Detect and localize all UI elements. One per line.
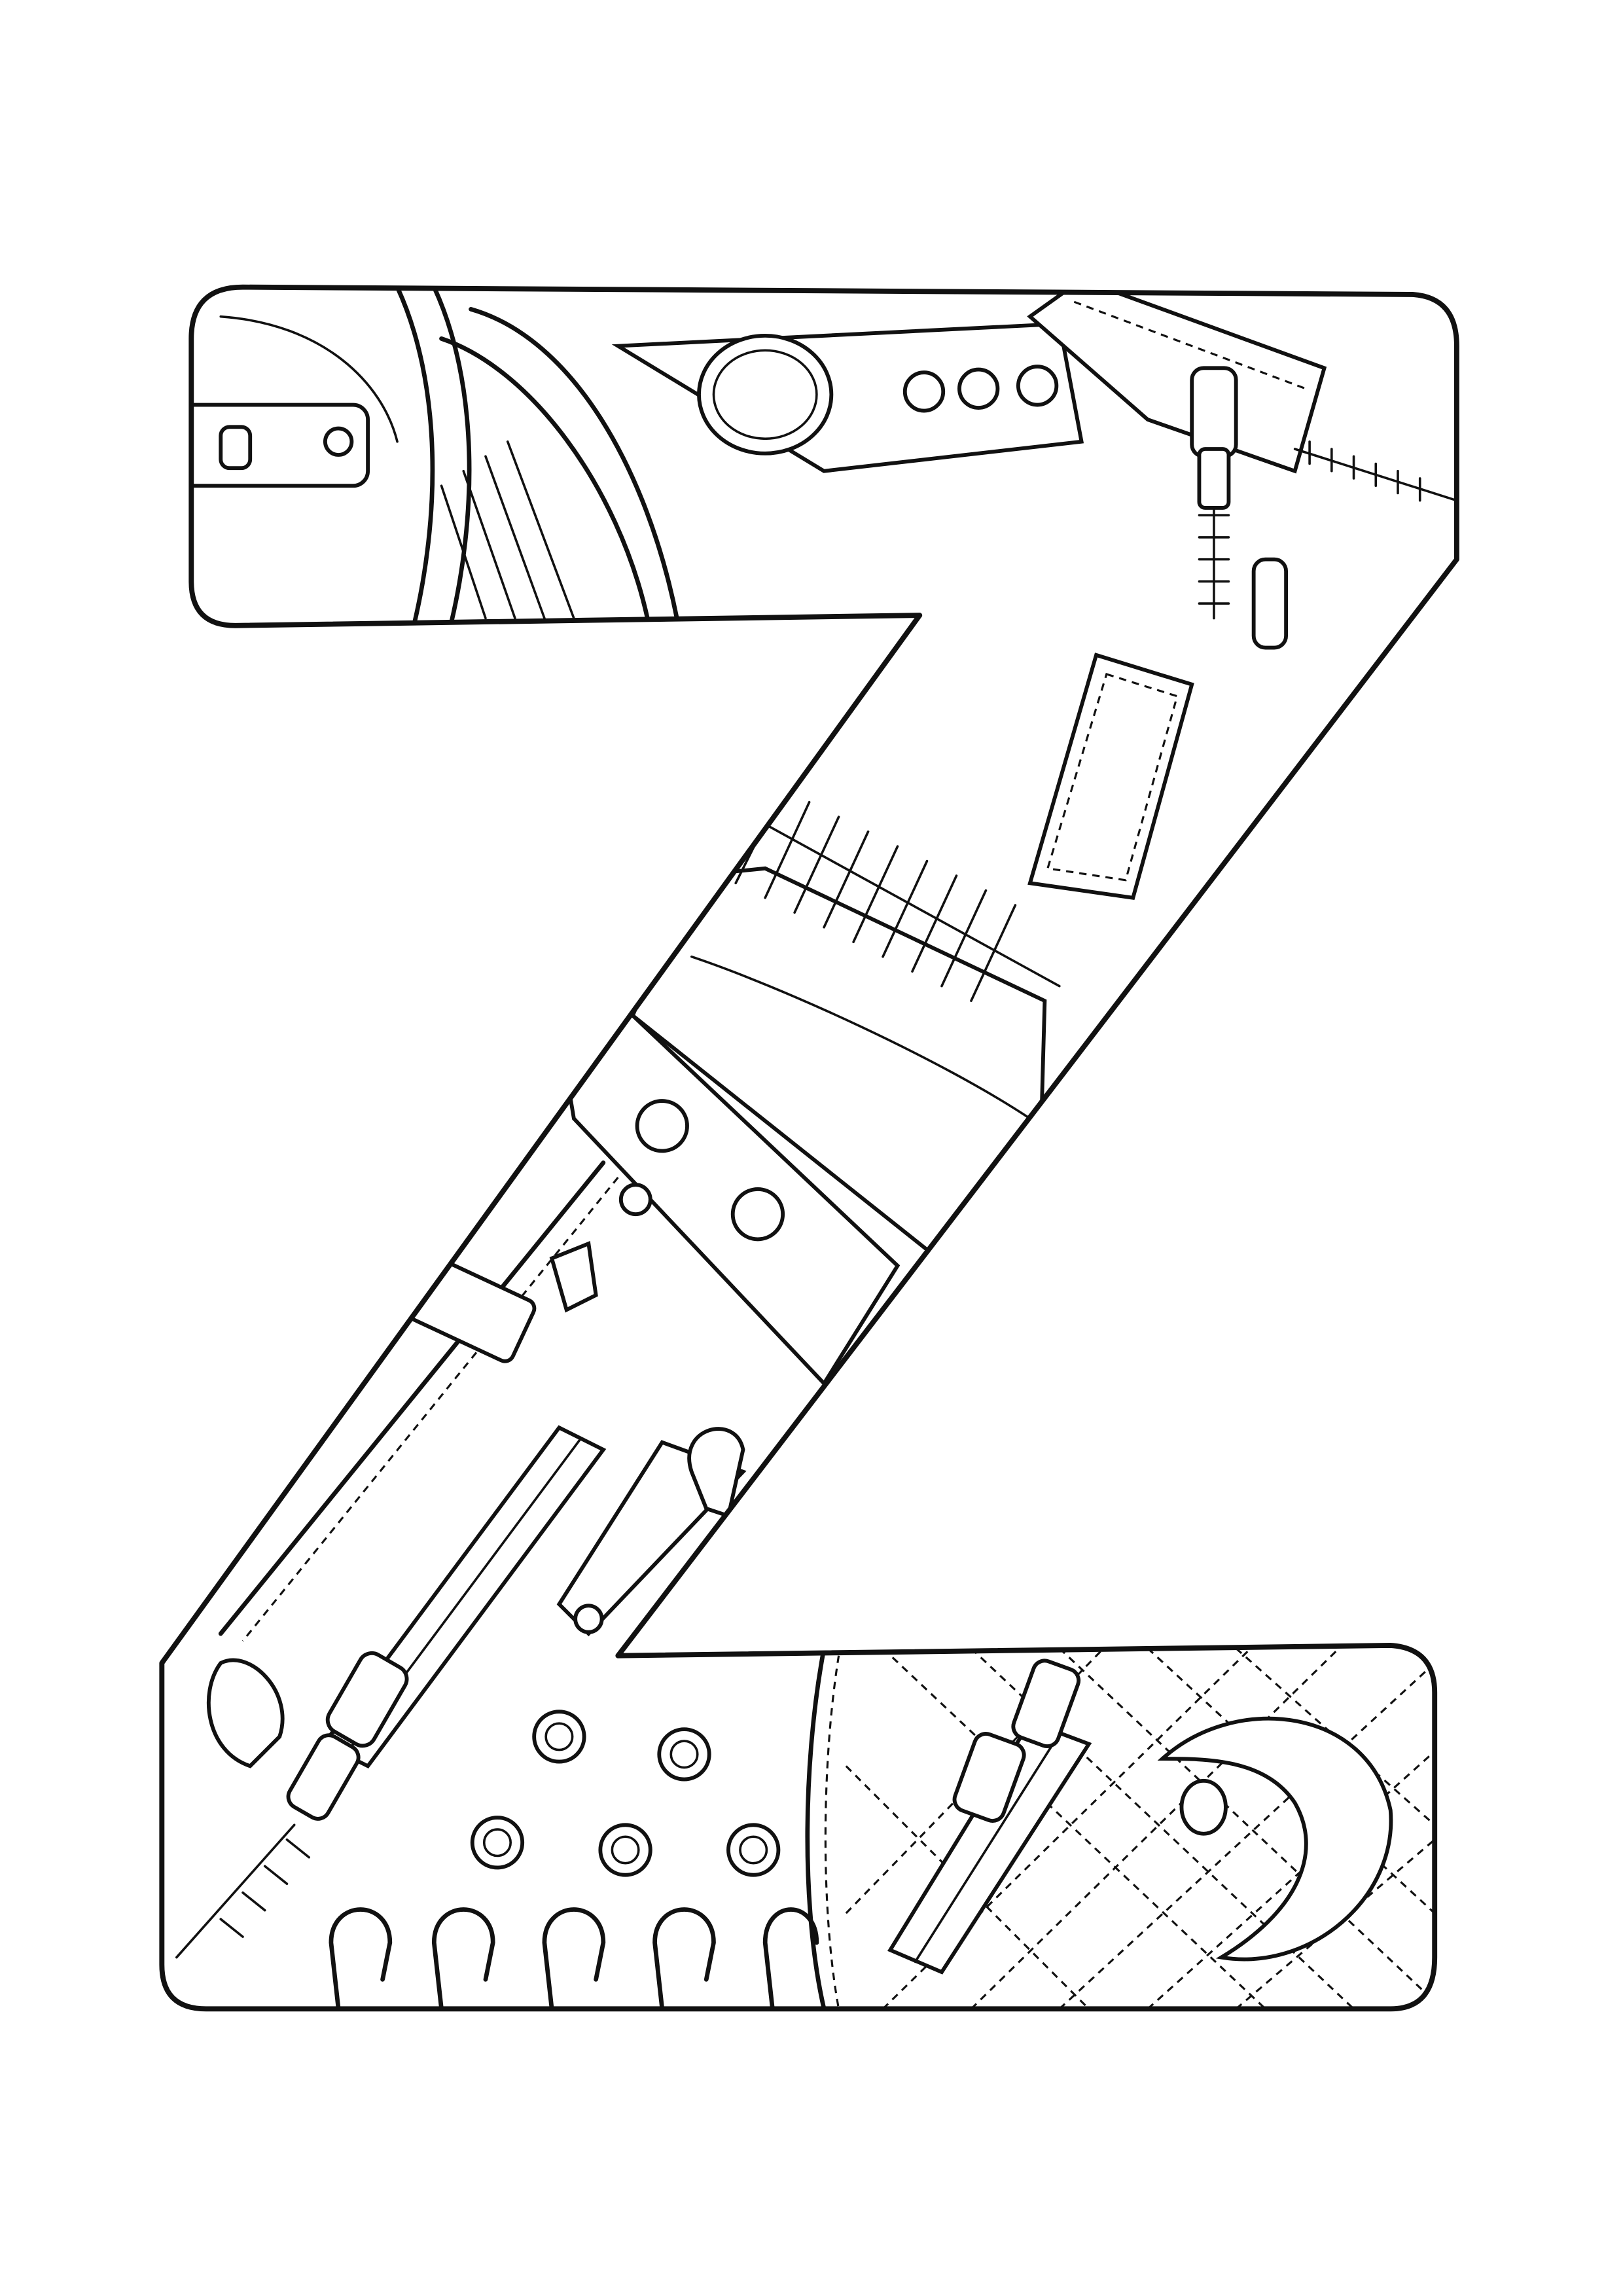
letter-z-details [174,287,1457,2009]
letter-z-outline [159,284,1459,2012]
